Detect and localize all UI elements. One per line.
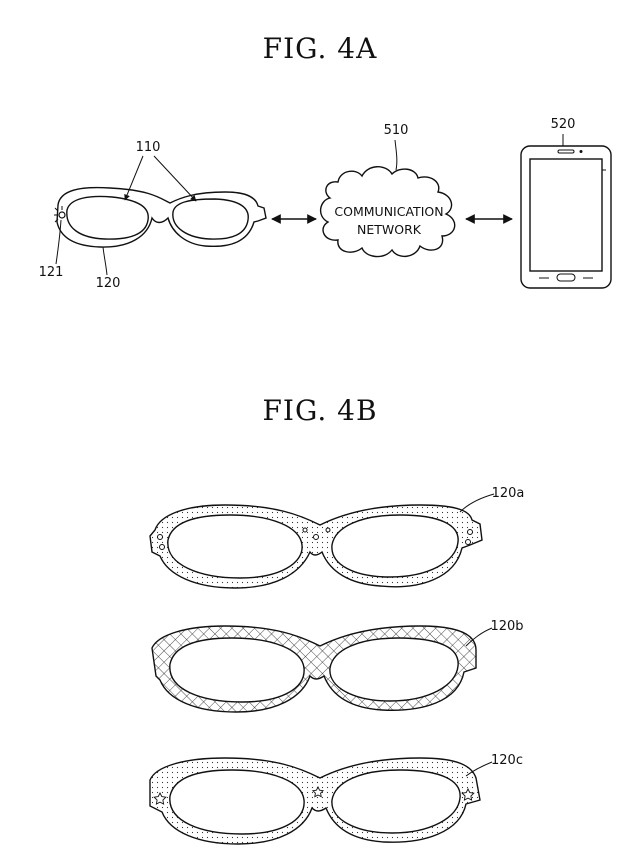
frame-variant-a — [150, 505, 482, 588]
frame-c-left-lens — [170, 770, 304, 834]
label-120c: 120c — [491, 753, 523, 768]
fig-4b-title: FIG. 4B — [262, 394, 377, 427]
frame-b-left-lens — [170, 638, 304, 702]
smartphone-icon — [521, 146, 611, 288]
label-120: 120 — [96, 276, 121, 291]
label-520: 520 — [551, 117, 576, 132]
cloud-label-line2: NETWORK — [357, 222, 422, 237]
fig-4a-title: FIG. 4A — [263, 32, 378, 65]
frame-variant-c — [150, 758, 480, 844]
right-lens — [173, 199, 248, 239]
label-110: 110 — [136, 140, 161, 155]
label-121: 121 — [39, 265, 64, 280]
frame-a-left-lens — [168, 515, 302, 578]
label-510: 510 — [384, 123, 409, 138]
smart-glasses — [54, 188, 266, 248]
label-120a: 120a — [492, 486, 525, 501]
cloud-label-line1: COMMUNICATION — [334, 204, 443, 219]
label-120b: 120b — [490, 619, 523, 634]
left-lens — [67, 196, 148, 239]
frame-variant-b — [152, 626, 476, 712]
light-indicator-icon — [54, 206, 65, 222]
